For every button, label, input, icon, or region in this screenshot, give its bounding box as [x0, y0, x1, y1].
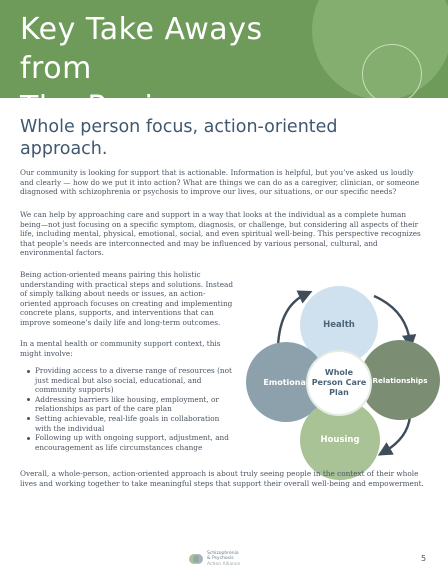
arrow-bottom-right — [377, 415, 412, 456]
page-title-line1: Key Take Aways from — [20, 12, 263, 86]
page-title-line2: The Review — [20, 90, 197, 98]
relationships-circle: Relationships — [360, 340, 440, 420]
center-label: Whole Person Care Plan — [311, 368, 367, 397]
context-paragraph: In a mental health or community support … — [20, 339, 221, 358]
logo-text: Schizophrenia & Psychosis Action Allianc… — [207, 551, 240, 567]
page-number: 5 — [421, 554, 427, 563]
emotional-label: Emotional — [263, 377, 309, 387]
housing-label: Housing — [320, 435, 360, 445]
page-title: Key Take Aways from The Review — [20, 10, 340, 98]
logo-line2: & Psychosis — [207, 556, 234, 562]
logo-line1: Schizophrenia — [207, 551, 239, 557]
page-header: Key Take Aways from The Review — [0, 0, 448, 98]
arrow-top-left — [276, 290, 313, 347]
action-oriented-paragraph: Being action-oriented means pairing this… — [20, 270, 234, 327]
arrow-top-right — [373, 294, 417, 350]
brain-logo-icon — [189, 554, 203, 564]
cycle-arrows — [276, 290, 417, 456]
intro-paragraph: Our community is looking for support tha… — [20, 168, 420, 197]
list-item: Addressing barriers like housing, employ… — [26, 395, 236, 414]
care-plan-diagram: Health Emotional Relationships Housing W… — [244, 276, 440, 480]
list-item: Following up with ongoing support, adjus… — [26, 433, 236, 452]
closing-paragraph: Overall, a whole-person, action-oriented… — [20, 469, 424, 488]
footer-logo: Schizophrenia & Psychosis Action Allianc… — [188, 548, 268, 570]
action-list: Providing access to a diverse range of r… — [26, 366, 236, 452]
list-item: Setting achievable, real-life goals in c… — [26, 414, 236, 433]
decorative-ring — [362, 44, 422, 98]
whole-person-paragraph: We can help by approaching care and supp… — [20, 210, 421, 258]
list-item: Providing access to a diverse range of r… — [26, 366, 236, 395]
health-label: Health — [323, 320, 355, 330]
center-circle: Whole Person Care Plan — [306, 350, 372, 416]
section-title: Whole person focus, action-oriented appr… — [20, 117, 338, 159]
relationships-label: Relationships — [372, 375, 428, 385]
logo-line3: Action Alliance — [207, 561, 241, 567]
